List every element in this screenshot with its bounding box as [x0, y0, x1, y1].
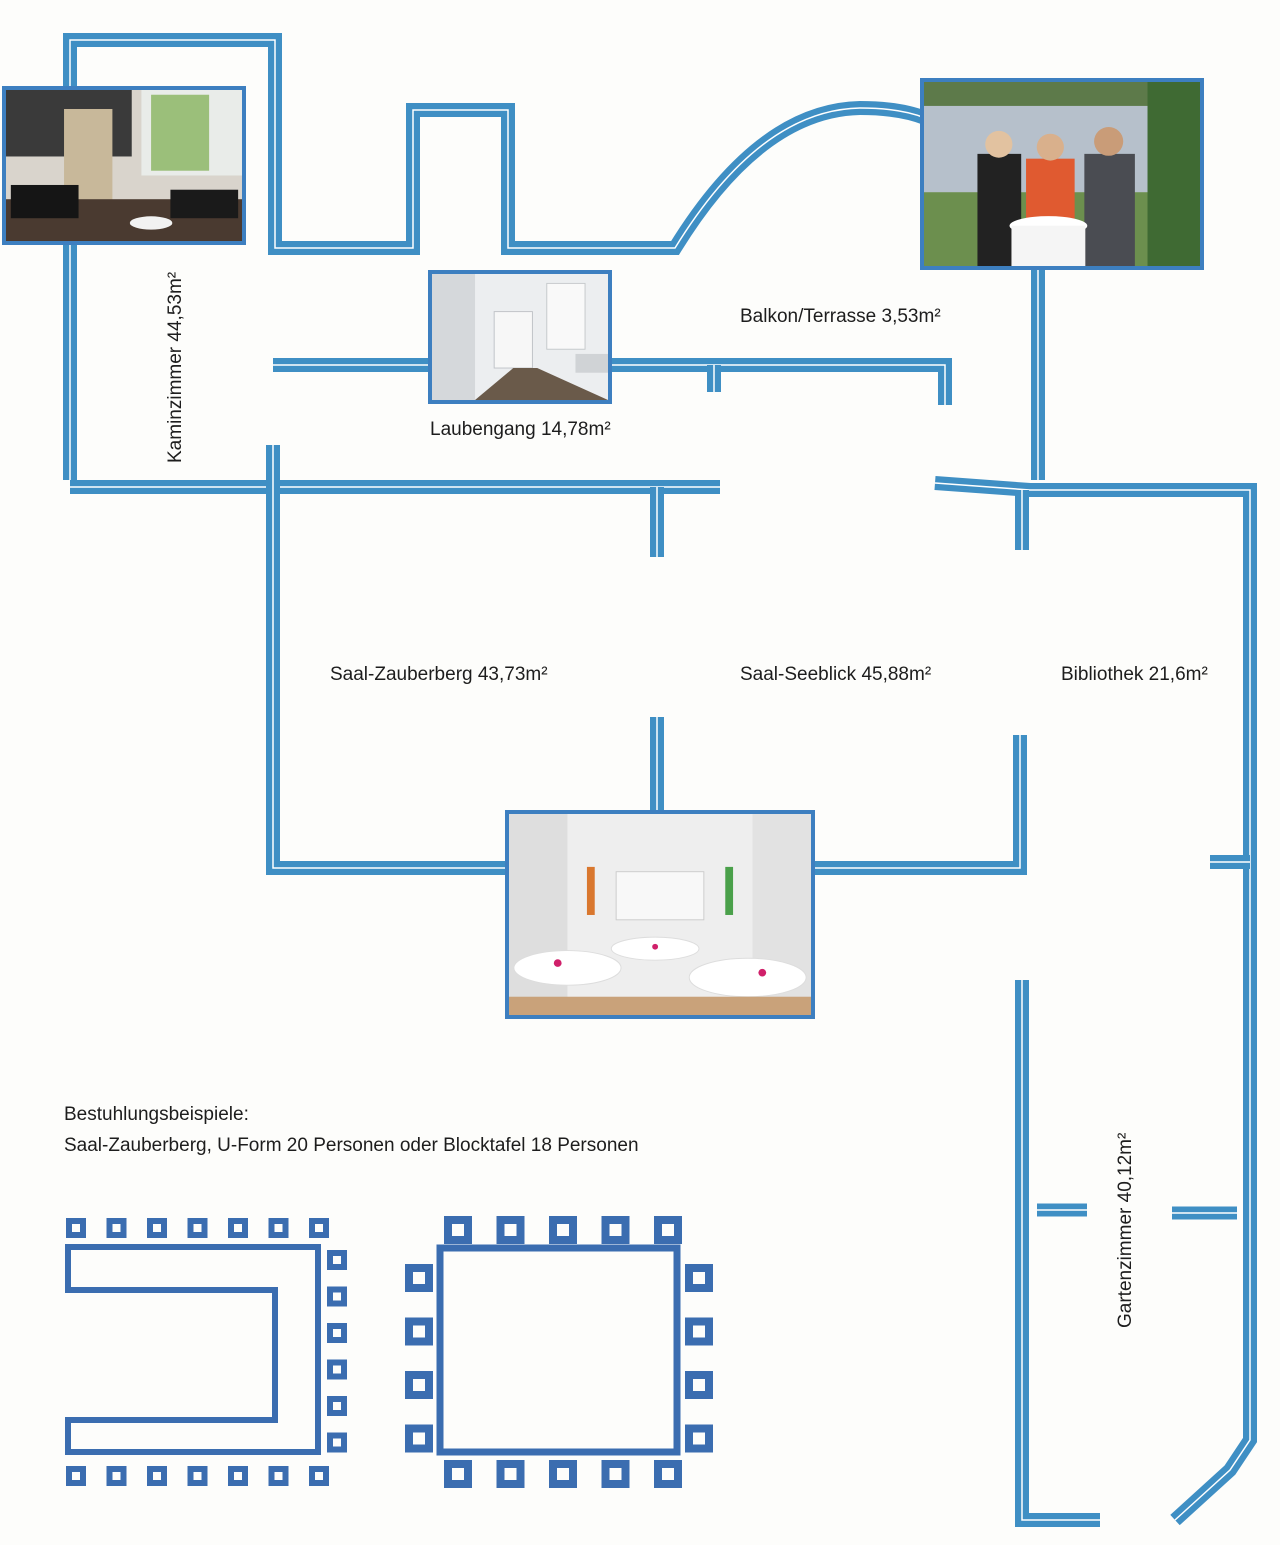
chair-cutout [413, 1272, 425, 1284]
chair-cutout [315, 1224, 323, 1232]
chair-cutout [662, 1224, 674, 1236]
u-form-table [65, 1244, 321, 1455]
chair-cutout [333, 1402, 341, 1410]
seating-examples [65, 1216, 713, 1488]
seating-caption: Bestuhlungsbeispiele: Saal-Zauberberg, U… [64, 1099, 639, 1161]
chair-cutout [452, 1468, 464, 1480]
chair-cutout [193, 1472, 202, 1480]
gartenzimmer-label: Gartenzimmer 40,12m² [1115, 1132, 1136, 1328]
zauberberg-west-wall-line [272, 445, 505, 869]
balkon-terrasse-label: Balkon/Terrasse 3,53m² [740, 306, 941, 327]
chair-cutout [333, 1329, 341, 1337]
chair-cutout [72, 1224, 80, 1232]
bibliothek-east-wall [934, 476, 1257, 1526]
chair-cutout [693, 1379, 705, 1391]
chair-cutout [662, 1468, 674, 1480]
block-table [436, 1244, 681, 1456]
chair-cutout [72, 1472, 80, 1480]
chair-cutout [693, 1432, 705, 1445]
laubengang-east-wall-line [612, 364, 946, 405]
chair-cutout [504, 1224, 517, 1236]
chair-cutout [504, 1468, 517, 1480]
chair-cutout [413, 1325, 425, 1338]
gartenzimmer-west-wall [1015, 980, 1100, 1527]
chair-cutout [333, 1256, 341, 1264]
chair-cutout [333, 1365, 341, 1374]
chair-cutout [693, 1325, 705, 1338]
walls [63, 33, 1257, 1527]
terrace-people-photo [920, 78, 1204, 270]
chair-cutout [413, 1379, 425, 1391]
chair-cutout [153, 1472, 161, 1480]
kaminzimmer-photo [2, 86, 246, 245]
gartenzimmer-west-wall-line [1021, 980, 1100, 1521]
laubengang-label: Laubengang 14,78m² [430, 419, 611, 440]
saal-zauberberg-label: Saal-Zauberberg 43,73m² [330, 664, 548, 685]
chair-cutout [315, 1472, 323, 1480]
chair-cutout [609, 1224, 622, 1236]
zauberberg-west-wall [266, 445, 505, 875]
seeblick-south-wall [815, 735, 1027, 875]
chair-cutout [112, 1472, 121, 1480]
laubengang-photo [428, 270, 612, 404]
chair-cutout [153, 1224, 161, 1232]
saal-seeblick-label: Saal-Seeblick 45,88m² [740, 664, 932, 685]
bibliothek-east-wall-line [934, 482, 1251, 1521]
seeblick-south-wall-line [815, 735, 1021, 869]
chair-cutout [557, 1224, 569, 1236]
chair-cutout [112, 1224, 121, 1232]
chair-cutout [413, 1432, 425, 1445]
chair-cutout [609, 1468, 622, 1480]
chair-cutout [274, 1472, 283, 1480]
chair-cutout [452, 1224, 464, 1236]
laubengang-east-wall [612, 358, 952, 405]
chair-cutout [333, 1438, 341, 1447]
chair-cutout [234, 1224, 242, 1232]
chair-cutout [193, 1224, 202, 1232]
chair-cutout [557, 1468, 569, 1480]
bibliothek-label: Bibliothek 21,6m² [1061, 664, 1208, 685]
chair-cutout [693, 1272, 705, 1284]
saal-photo [505, 810, 815, 1019]
chair-cutout [234, 1472, 242, 1480]
chair-cutout [274, 1224, 283, 1232]
chair-cutout [333, 1292, 341, 1301]
kaminzimmer-label: Kaminzimmer 44,53m² [165, 271, 186, 463]
seating-heading: Bestuhlungsbeispiele: [64, 1104, 249, 1125]
north-wall-line [69, 39, 926, 480]
seating-description: Saal-Zauberberg, U-Form 20 Personen oder… [64, 1135, 639, 1156]
